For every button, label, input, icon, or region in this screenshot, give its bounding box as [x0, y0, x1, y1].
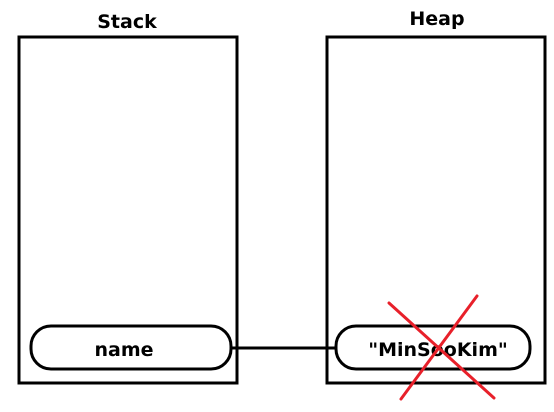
stack-variable-label: name	[94, 339, 153, 361]
garbage-cross-icon	[387, 294, 496, 401]
stack-title: Stack	[97, 11, 157, 33]
heap-title: Heap	[409, 8, 464, 30]
heap-object-pill	[334, 324, 532, 371]
heap-box	[325, 35, 547, 385]
stack-variable-pill	[29, 324, 233, 371]
stack-box	[17, 35, 239, 385]
